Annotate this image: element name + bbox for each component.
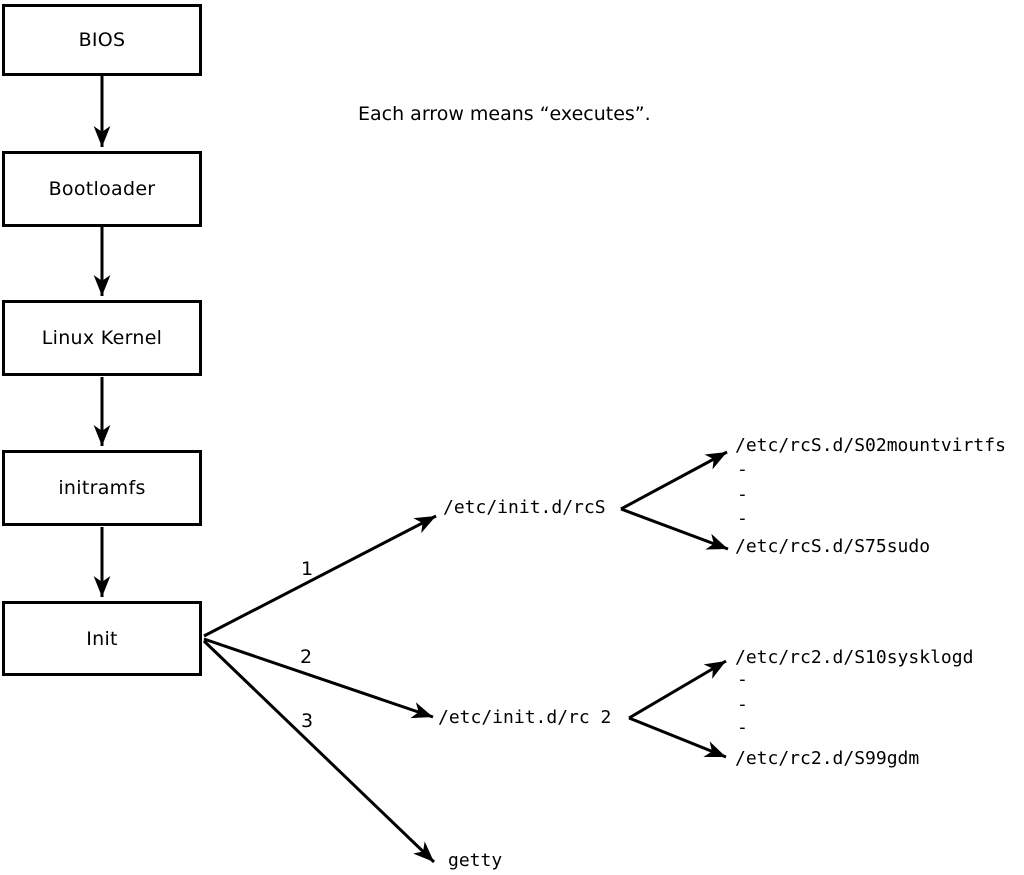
box-bios: BIOS: [2, 4, 202, 76]
target-getty: getty: [448, 850, 503, 871]
target-rc2: /etc/init.d/rc 2: [438, 707, 612, 728]
rc2-ellipsis-dash: -: [737, 694, 748, 715]
arrow-init-to-getty: [202, 639, 436, 864]
rcs-ellipsis-dash: -: [737, 508, 748, 529]
rcs-ellipsis-dash: -: [737, 459, 748, 480]
rcs-ellipsis-dash: -: [737, 484, 748, 505]
fanout-label-1: 1: [301, 558, 314, 580]
fanout-label-3: 3: [301, 710, 314, 732]
box-init: Init: [2, 601, 202, 676]
arrow-init-to-rc2: [203, 637, 434, 719]
arrow-rcs-to-s02: [620, 450, 728, 511]
box-bootloader-label: Bootloader: [48, 178, 156, 200]
fanout-label-2: 2: [300, 646, 313, 668]
box-initramfs-label: initramfs: [58, 477, 146, 499]
arrow-rc2-to-s10: [628, 659, 727, 720]
arrow-init-to-rcs: [203, 514, 437, 638]
box-initramfs: initramfs: [2, 450, 202, 526]
target-rcs: /etc/init.d/rcS: [443, 497, 606, 518]
rc2-script-last: /etc/rc2.d/S99gdm: [735, 748, 920, 769]
box-linux-kernel: Linux Kernel: [2, 300, 202, 376]
box-bios-label: BIOS: [78, 29, 126, 51]
arrow-rc2-to-s99: [628, 716, 727, 759]
rc2-script-first: /etc/rc2.d/S10sysklogd: [735, 647, 974, 668]
rc2-ellipsis-dash: -: [737, 717, 748, 738]
arrow-rcs-to-s75: [620, 507, 729, 551]
rc2-ellipsis-dash: -: [737, 669, 748, 690]
rcs-script-first: /etc/rcS.d/S02mountvirtfs: [735, 435, 1006, 456]
box-bootloader: Bootloader: [2, 151, 202, 227]
box-linux-kernel-label: Linux Kernel: [41, 327, 163, 349]
box-init-label: Init: [86, 627, 118, 650]
rcs-script-last: /etc/rcS.d/S75sudo: [735, 536, 931, 557]
caption: Each arrow means “executes”.: [358, 103, 651, 125]
